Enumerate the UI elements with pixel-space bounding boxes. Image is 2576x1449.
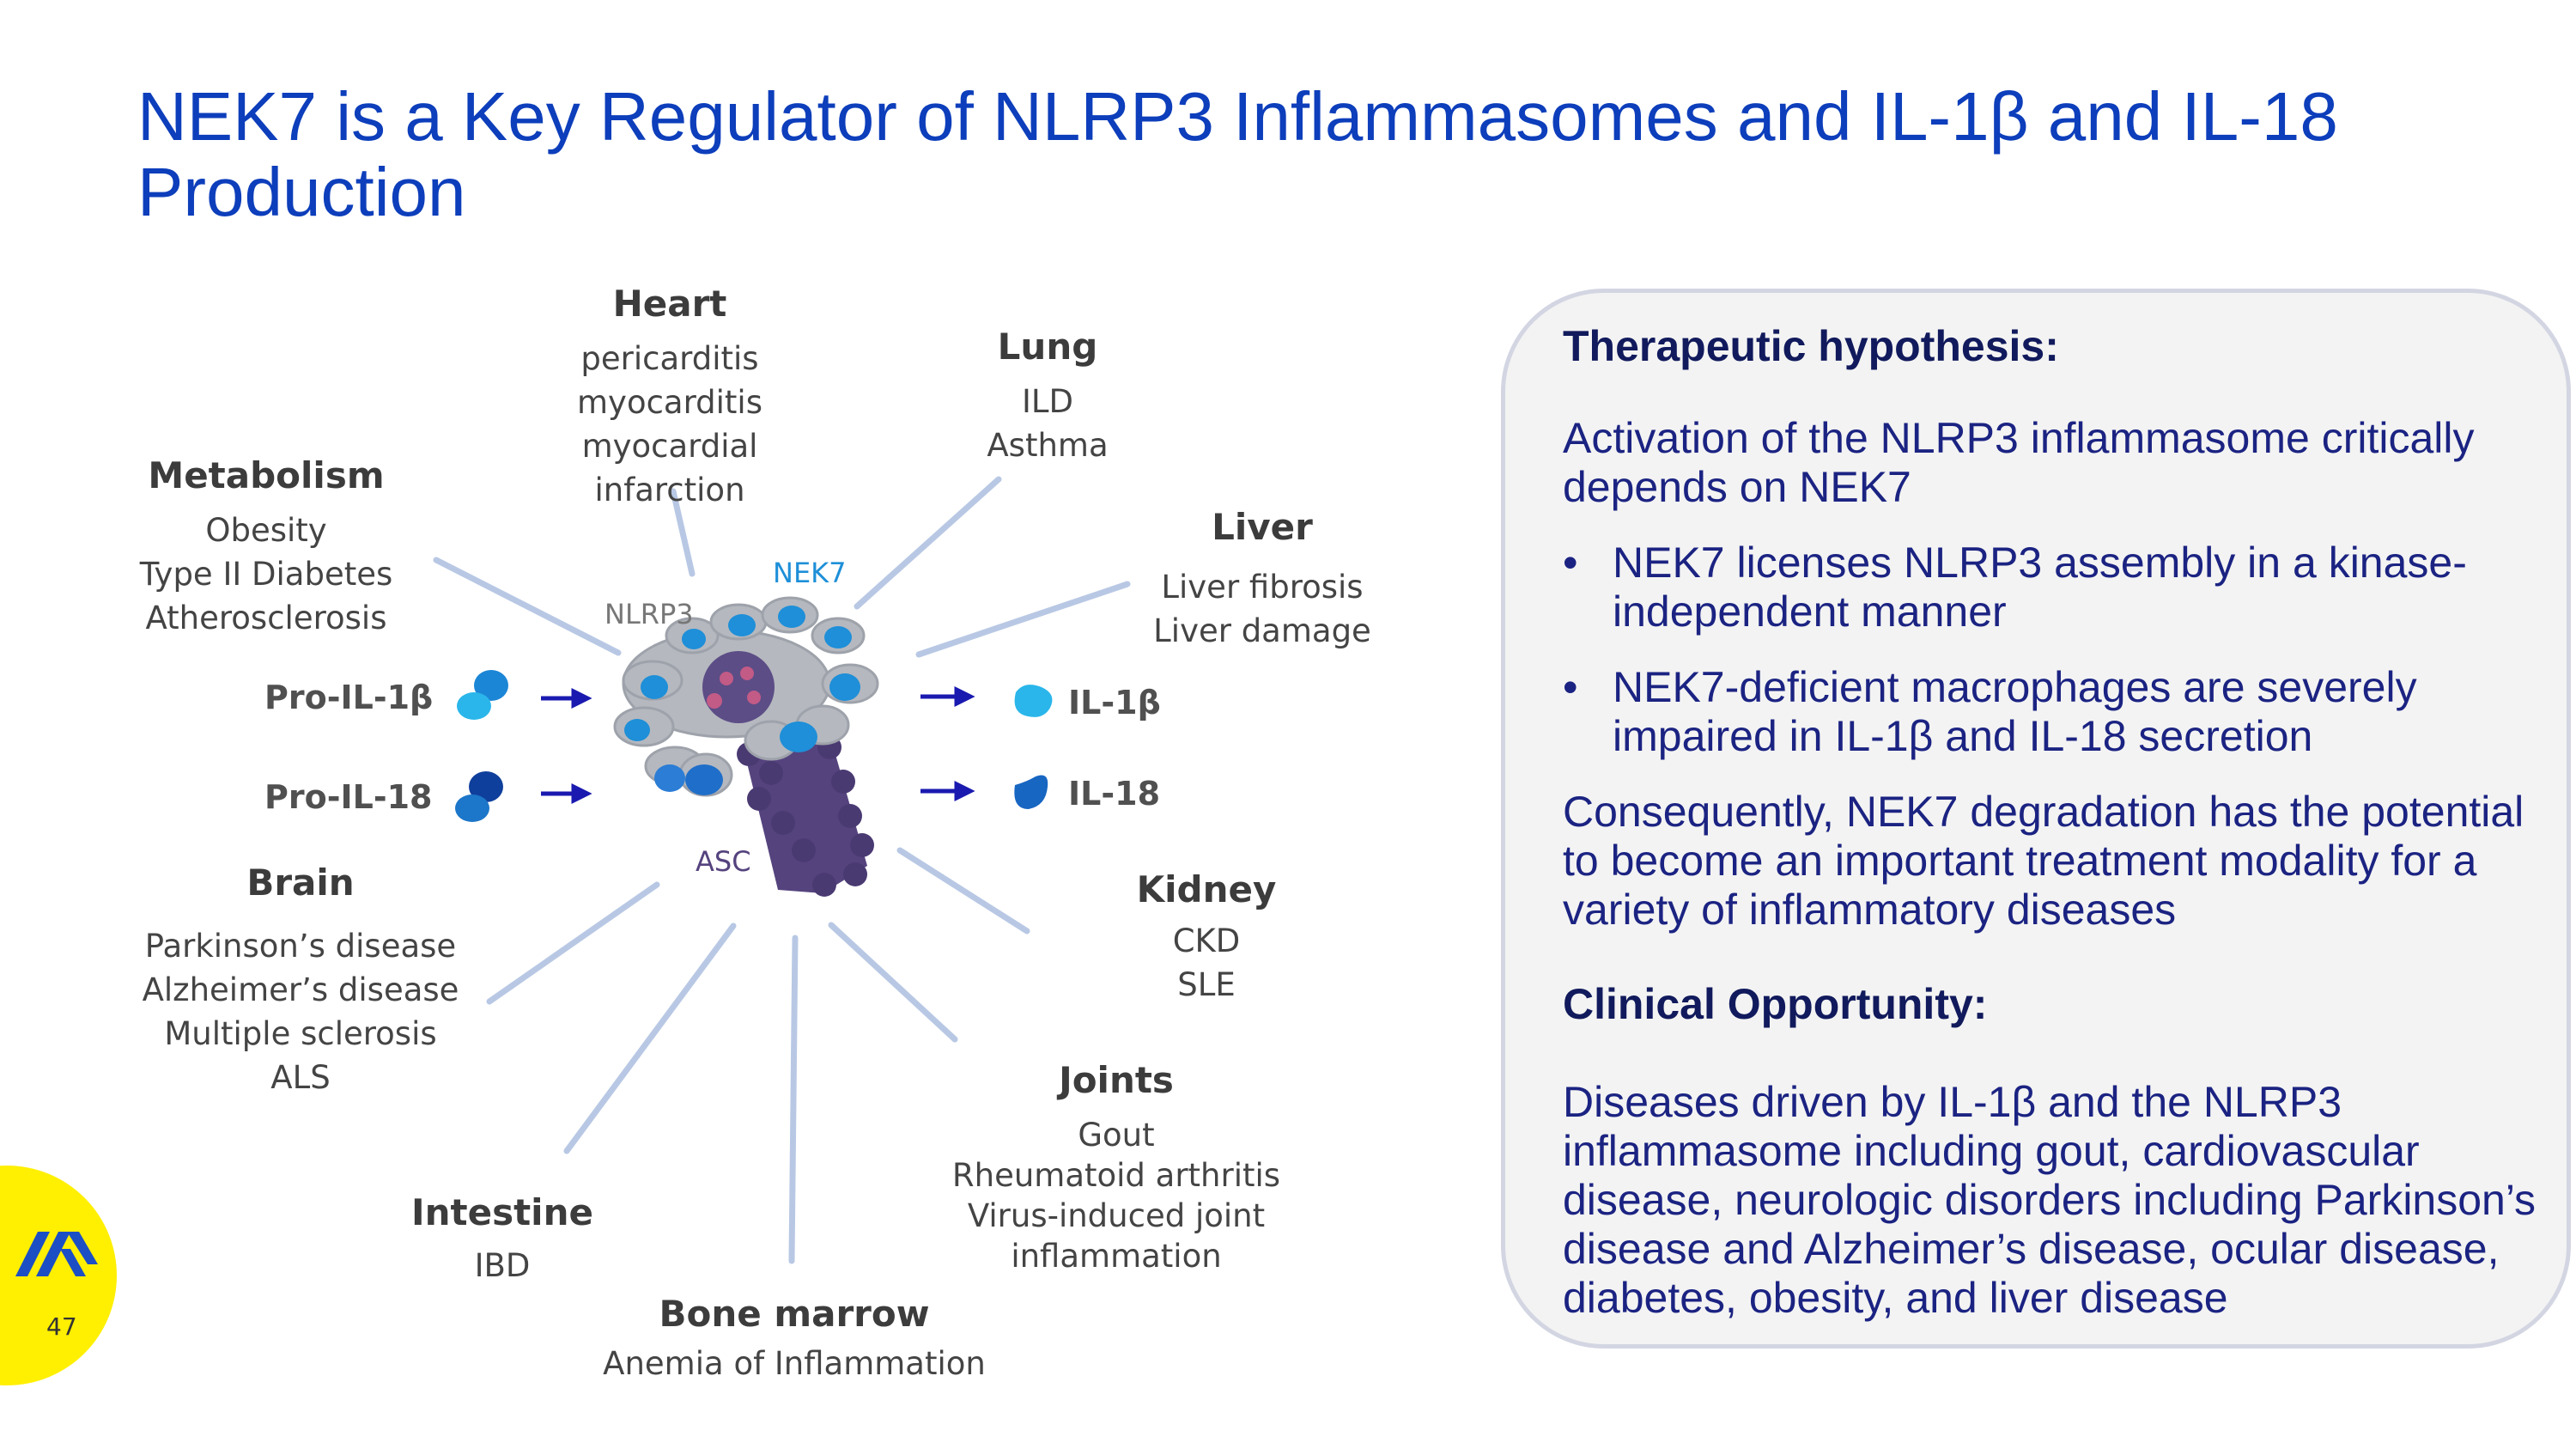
panel-heading-therapeutic-text: Therapeutic hypothesis: xyxy=(1563,322,2059,370)
organ-liver: Liver Liver fibrosis Liver damage xyxy=(1142,502,1382,653)
organ-kidney-heading: Kidney xyxy=(1136,868,1277,910)
spoke-metabolism xyxy=(433,557,622,656)
panel-paragraph-3-text: Diseases driven by IL-1β and the NLRP3 i… xyxy=(1563,1078,2537,1322)
panel-bullet-1: • NEK7 licenses NLRP3 assembly in a kina… xyxy=(1563,539,2559,636)
organ-metabolism-heading: Metabolism xyxy=(148,454,385,496)
bullet-dot: • xyxy=(1563,539,1578,587)
organ-lung-item: Asthma xyxy=(987,427,1109,464)
panel-heading-clinical: Clinical Opportunity: xyxy=(1563,979,2559,1029)
organ-heart-item: pericarditis xyxy=(580,340,759,377)
panel-paragraph-2: Consequently, NEK7 degradation has the p… xyxy=(1563,788,2559,935)
nek7-label: NEK7 xyxy=(773,557,847,589)
panel-bullet-1-text: NEK7 licenses NLRP3 assembly in a kinase… xyxy=(1613,539,2467,636)
organ-liver-heading: Liver xyxy=(1212,506,1313,548)
organ-heart-heading: Heart xyxy=(612,283,727,325)
organ-bone-marrow-item: Anemia of Inflammation xyxy=(603,1345,986,1382)
pro-il18-molecule-icon xyxy=(455,771,503,822)
spoke-joints xyxy=(828,922,958,1043)
il1b-molecule-icon xyxy=(1014,685,1053,717)
organ-kidney: Kidney CKD SLE xyxy=(1116,864,1297,1007)
panel-bullet-2: • NEK7-deficient macrophages are severel… xyxy=(1563,663,2559,761)
organ-joints-heading: Joints xyxy=(1059,1059,1174,1101)
organ-brain-item: ALS xyxy=(270,1059,331,1096)
organ-metabolism: Metabolism Obesity Type II Diabetes Athe… xyxy=(129,450,404,640)
organ-heart-item: myocardial infarction xyxy=(581,428,758,508)
organ-brain-heading: Brain xyxy=(246,861,355,904)
organ-lung-item: ILD xyxy=(1021,383,1074,420)
spoke-bone-marrow xyxy=(788,935,799,1264)
nlrp3-label: NLRP3 xyxy=(605,598,694,630)
organ-bone-marrow: Bone marrow Anemia of Inflammation xyxy=(584,1288,1005,1385)
organ-intestine-item: IBD xyxy=(474,1247,531,1284)
organ-intestine: Intestine IBD xyxy=(386,1187,618,1288)
organ-brain-item: Multiple sclerosis xyxy=(164,1015,437,1052)
organ-joints-item: Gout xyxy=(1078,1117,1155,1154)
spoke-heart xyxy=(670,488,696,577)
input-arrows xyxy=(541,685,975,805)
organ-joints: Joints Gout Rheumatoid arthritis Virus-i… xyxy=(936,1055,1297,1276)
organ-heart-item: myocarditis xyxy=(577,384,762,421)
organ-lung-heading: Lung xyxy=(997,326,1098,368)
organ-liver-item: Liver damage xyxy=(1153,612,1371,649)
organ-brain: Brain Parkinson’s disease Alzheimer’s di… xyxy=(129,857,472,1099)
nek7-subunits xyxy=(624,606,860,795)
organ-metabolism-item: Atherosclerosis xyxy=(145,600,387,636)
panel-heading-clinical-text: Clinical Opportunity: xyxy=(1563,980,1988,1028)
spoke-intestine xyxy=(563,922,737,1154)
page-number: 47 xyxy=(46,1312,77,1341)
organ-lung: Lung ILD Asthma xyxy=(953,321,1142,467)
organ-intestine-heading: Intestine xyxy=(411,1191,593,1233)
page-title: NEK7 is a Key Regulator of NLRP3 Inflamm… xyxy=(137,78,2338,230)
spoke-kidney xyxy=(896,847,1030,935)
il18-molecule-icon xyxy=(1014,775,1048,809)
organ-metabolism-item: Type II Diabetes xyxy=(139,556,393,593)
organ-brain-item: Alzheimer’s disease xyxy=(142,971,459,1008)
il1b-label: IL-1β xyxy=(1068,684,1161,721)
pro-il1b-molecule-icon xyxy=(457,670,508,720)
inflammasome-core xyxy=(702,651,775,723)
pro-il1b-label: Pro-IL-1β xyxy=(264,679,434,716)
core-highlights xyxy=(707,667,761,709)
company-logo-icon xyxy=(15,1232,98,1276)
panel-paragraph-1: Activation of the NLRP3 inflammasome cri… xyxy=(1563,414,2559,512)
organ-metabolism-item: Obesity xyxy=(205,512,327,549)
panel-paragraph-2-text: Consequently, NEK7 degradation has the p… xyxy=(1563,788,2524,934)
organ-kidney-item: SLE xyxy=(1177,966,1236,1003)
il18-label: IL-18 xyxy=(1068,775,1161,813)
organ-joints-item: Rheumatoid arthritis xyxy=(951,1157,1281,1194)
spoke-liver xyxy=(915,581,1131,658)
bullet-dot: • xyxy=(1563,663,1578,711)
organ-brain-item: Parkinson’s disease xyxy=(144,928,457,965)
pro-il18-label: Pro-IL-18 xyxy=(264,778,433,816)
panel-paragraph-1-text: Activation of the NLRP3 inflammasome cri… xyxy=(1563,414,2475,511)
spoke-lung xyxy=(854,476,1002,610)
asc-label: ASC xyxy=(696,845,751,878)
therapeutic-panel xyxy=(1501,289,2571,1349)
panel-heading-therapeutic: Therapeutic hypothesis: xyxy=(1563,321,2559,371)
panel-paragraph-3: Diseases driven by IL-1β and the NLRP3 i… xyxy=(1563,1078,2559,1323)
spoke-lines xyxy=(433,476,1131,1264)
organ-liver-item: Liver fibrosis xyxy=(1161,569,1364,606)
panel-bullet-2-text: NEK7-deficient macrophages are severely … xyxy=(1613,663,2417,760)
organ-kidney-item: CKD xyxy=(1172,922,1241,959)
organ-joints-item: Virus-induced joint xyxy=(967,1197,1266,1234)
organ-bone-marrow-heading: Bone marrow xyxy=(659,1293,930,1335)
organ-joints-item: inflammation xyxy=(1011,1238,1222,1275)
nlrp3-ring xyxy=(613,596,879,797)
organ-heart: Heart pericarditis myocarditis myocardia… xyxy=(507,278,833,512)
spoke-brain xyxy=(486,881,660,1005)
